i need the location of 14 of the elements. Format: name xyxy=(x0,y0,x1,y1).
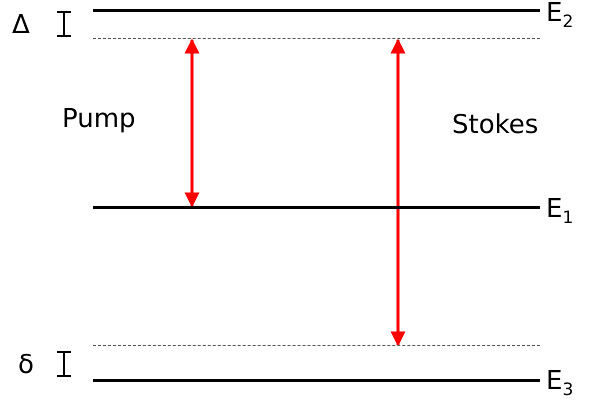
double-arrow xyxy=(184,38,200,208)
edge-label: Pump xyxy=(62,106,136,132)
virtual-level-line xyxy=(93,38,540,40)
edge-label: Stokes xyxy=(452,112,538,138)
detuning-symbol: δ xyxy=(18,352,34,378)
energy-level-line xyxy=(93,9,540,12)
virtual-level-line xyxy=(93,345,540,347)
detuning-symbol: Δ xyxy=(12,12,30,38)
energy-level-line xyxy=(93,206,540,209)
double-arrow xyxy=(390,38,406,346)
level-label: E$_{3}$ xyxy=(546,368,574,399)
level-label: E$_{2}$ xyxy=(546,0,574,31)
energy-level-line xyxy=(93,379,540,382)
level-label: E$_{1}$ xyxy=(546,196,574,227)
